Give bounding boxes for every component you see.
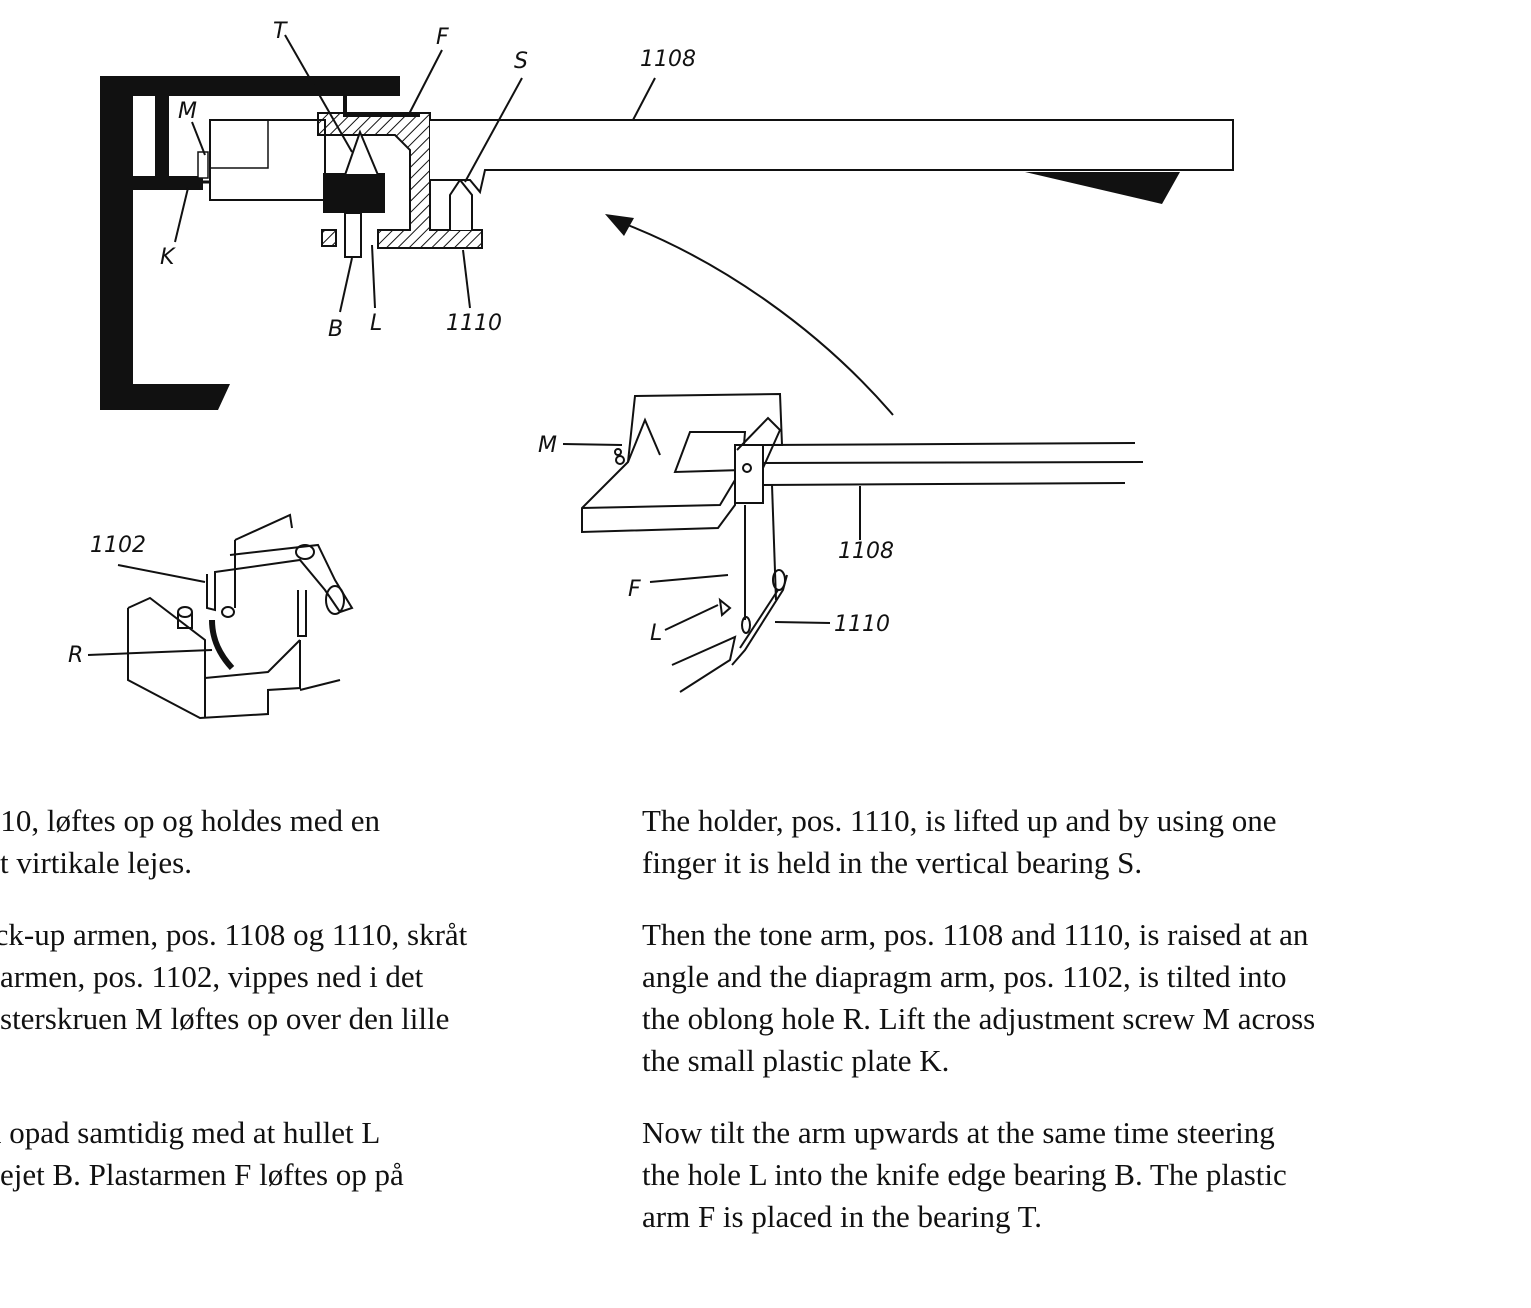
technical-diagram: T F S 1108 M K B L 1110 M 1108 F L 1110 … xyxy=(68,19,1234,720)
frame-bracket xyxy=(100,76,400,410)
label-s: S xyxy=(514,49,528,74)
label-1102: 1102 xyxy=(90,533,146,558)
label-1110-top: 1110 xyxy=(446,311,502,336)
english-paragraph-3: Now tilt the arm upwards at the same tim… xyxy=(642,1112,1522,1238)
danish-paragraph-2: ick-up armen, pos. 1108 og 1110, skråt a… xyxy=(0,914,600,1082)
cross-section-drawing xyxy=(100,34,1234,410)
text-line: Then the tone arm, pos. 1108 and 1110, i… xyxy=(642,917,1309,952)
label-1108-assembly: 1108 xyxy=(838,539,894,564)
frame-inner-bar xyxy=(133,176,203,190)
assembly-arrow xyxy=(605,214,894,416)
diaphragm-arm-drawing xyxy=(87,513,354,720)
label-f-assembly: F xyxy=(628,577,641,602)
label-1110-assembly: 1110 xyxy=(834,612,890,637)
bearing-block xyxy=(323,173,385,213)
small-hatched-block xyxy=(321,229,337,247)
text-line: ejet B. Plastarmen F løftes op på xyxy=(0,1157,404,1192)
label-1108-top: 1108 xyxy=(640,47,696,72)
english-text-column: The holder, pos. 1110, is lifted up and … xyxy=(642,800,1522,1268)
text-line: angle and the diapragm arm, pos. 1102, i… xyxy=(642,959,1287,994)
label-f: F xyxy=(436,25,449,50)
bearing-t xyxy=(343,129,380,176)
danish-paragraph-1: 110, løftes op og holdes med en t virtik… xyxy=(0,800,600,884)
text-line: finger it is held in the vertical bearin… xyxy=(642,845,1143,880)
tone-arm-assembly-drawing xyxy=(562,392,1144,693)
holder-1110-section xyxy=(317,112,483,249)
danish-text-column: 110, løftes op og holdes med en t virtik… xyxy=(0,800,600,1226)
english-paragraph-1: The holder, pos. 1110, is lifted up and … xyxy=(642,800,1522,884)
knife-edge-b xyxy=(344,212,362,258)
text-line: u opad samtidig med at hullet L xyxy=(0,1115,381,1150)
label-l-assembly: L xyxy=(650,621,662,646)
text-line: the small plastic plate K. xyxy=(642,1043,950,1078)
tone-arm-1108-section xyxy=(430,119,1234,195)
label-t: T xyxy=(273,19,288,44)
text-line: The holder, pos. 1110, is lifted up and … xyxy=(642,803,1277,838)
text-line: t virtikale lejes. xyxy=(0,845,192,880)
text-line: ick-up armen, pos. 1108 og 1110, skråt xyxy=(0,917,468,952)
text-line: the hole L into the knife edge bearing B… xyxy=(642,1157,1287,1192)
counterweight-wedge xyxy=(1025,172,1180,204)
english-paragraph-2: Then the tone arm, pos. 1108 and 1110, i… xyxy=(642,914,1522,1082)
text-line: sterskruen M løftes op over den lille xyxy=(0,1001,450,1036)
text-line: arm F is placed in the bearing T. xyxy=(642,1199,1043,1234)
label-m: M xyxy=(178,99,197,124)
housing-inner xyxy=(209,119,269,169)
text-line: the oblong hole R. Lift the adjustment s… xyxy=(642,1001,1316,1036)
text-line: 110, løftes op og holdes med en xyxy=(0,803,381,838)
text-line: armen, pos. 1102, vippes ned i det xyxy=(0,959,424,994)
label-r: R xyxy=(68,643,83,668)
label-b: B xyxy=(328,317,343,342)
screw-m xyxy=(197,151,209,179)
label-k: K xyxy=(160,245,176,270)
label-l: L xyxy=(370,311,382,336)
text-line: Now tilt the arm upwards at the same tim… xyxy=(642,1115,1275,1150)
label-m-assembly: M xyxy=(538,433,557,458)
frame-inner-post xyxy=(155,96,169,190)
danish-paragraph-3: u opad samtidig med at hullet L ejet B. … xyxy=(0,1112,600,1196)
